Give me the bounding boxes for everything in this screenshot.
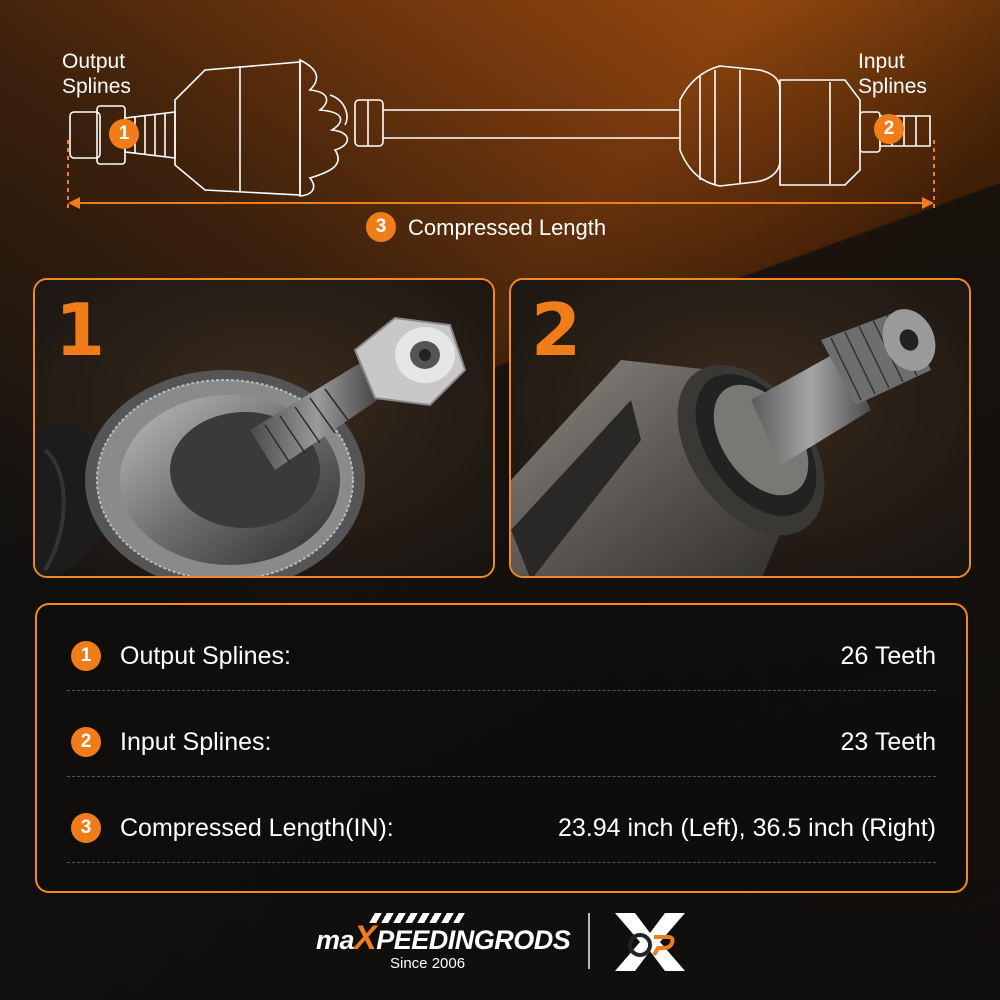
input-label-line1: Input bbox=[858, 50, 905, 73]
axle-diagram: Output Splines Input Splines 1 2 3 Compr… bbox=[0, 0, 1000, 260]
panel-number-2: 2 bbox=[531, 288, 582, 372]
spec-badge: 1 bbox=[71, 641, 101, 671]
brand-logo: maXPEEDINGRODS bbox=[316, 919, 571, 958]
compressed-length-label: Compressed Length bbox=[408, 215, 607, 240]
output-splines-label: Output Splines bbox=[62, 50, 131, 100]
spec-label: Compressed Length(IN): bbox=[120, 814, 394, 842]
since-text: Since 2006 bbox=[390, 955, 466, 972]
output-badge: 1 bbox=[109, 119, 139, 149]
length-badge: 3 bbox=[366, 212, 396, 242]
input-label-line2: Splines bbox=[858, 74, 927, 98]
spec-badge: 2 bbox=[71, 727, 101, 757]
spec-value: 26 Teeth bbox=[840, 642, 936, 670]
brand-prefix: ma bbox=[316, 925, 355, 955]
input-splines-photo bbox=[511, 280, 969, 576]
brand-suffix: PEEDINGRODS bbox=[376, 925, 571, 955]
output-label-line1: Output bbox=[62, 50, 126, 73]
input-splines-label: Input Splines bbox=[858, 50, 927, 100]
spec-row-input-splines: 2 Input Splines: 23 Teeth bbox=[67, 691, 936, 777]
spec-label: Input Splines: bbox=[120, 728, 272, 756]
input-splines-photo-panel: 2 bbox=[509, 278, 971, 578]
specifications-table: 1 Output Splines: 26 Teeth 2 Input Splin… bbox=[35, 603, 968, 893]
spec-row-output-splines: 1 Output Splines: 26 Teeth bbox=[67, 605, 936, 691]
logo-divider bbox=[588, 913, 590, 969]
spec-value: 23.94 inch (Left), 36.5 inch (Right) bbox=[558, 814, 936, 842]
axle-outline-drawing bbox=[67, 58, 935, 210]
spec-badge: 3 bbox=[71, 813, 101, 843]
footer-logos: maXPEEDINGRODS Since 2006 bbox=[0, 905, 1000, 1000]
spec-label: Output Splines: bbox=[120, 642, 291, 670]
panel-number-1: 1 bbox=[55, 288, 106, 372]
spec-value: 23 Teeth bbox=[840, 728, 936, 756]
xr-logo-icon bbox=[615, 913, 685, 971]
input-badge: 2 bbox=[874, 114, 904, 144]
spec-row-compressed-length: 3 Compressed Length(IN): 23.94 inch (Lef… bbox=[67, 777, 936, 863]
brand-x: X bbox=[354, 919, 377, 957]
output-splines-photo bbox=[35, 280, 493, 576]
output-splines-photo-panel: 1 bbox=[33, 278, 495, 578]
output-label-line2: Splines bbox=[62, 74, 131, 98]
